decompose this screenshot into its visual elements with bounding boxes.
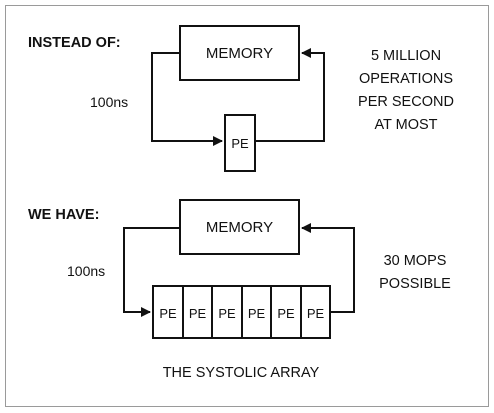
bottom-memory-to-array-arrow [123, 227, 180, 317]
top-note-line-3: PER SECOND [358, 94, 454, 110]
top-memory-to-pe-arrow [151, 52, 223, 146]
pe-array: PE PE PE PE PE PE [152, 285, 331, 339]
top-pe-to-memory-arrow [255, 48, 325, 142]
pe-label-2: PE [189, 306, 207, 321]
bottom-array-to-memory-arrow [301, 223, 355, 313]
pe-box-5 [270, 285, 302, 339]
pe-box-2 [182, 285, 213, 339]
top-note-line-1: 5 MILLION [371, 48, 441, 64]
pe-label-6: PE [307, 306, 325, 321]
pe-box-3 [211, 285, 243, 339]
bottom-note: 30 MOPS POSSIBLE [379, 253, 451, 292]
pe-label-1: PE [159, 306, 177, 321]
top-pe-box [224, 114, 256, 172]
top-memory-label: MEMORY [206, 45, 273, 62]
bottom-note-line-1: 30 MOPS [384, 253, 447, 269]
array-caption: THE SYSTOLIC ARRAY [163, 365, 320, 381]
top-memory-box [179, 25, 300, 81]
bottom-heading: WE HAVE: [28, 207, 99, 223]
top-pe-label: PE [231, 136, 249, 151]
pe-label-3: PE [218, 306, 236, 321]
pe-label-5: PE [277, 306, 295, 321]
top-latency-label: 100ns [90, 94, 128, 110]
bottom-note-line-2: POSSIBLE [379, 276, 451, 292]
top-note-line-4: AT MOST [374, 117, 437, 133]
top-note-line-2: OPERATIONS [359, 71, 453, 87]
bottom-memory-label: MEMORY [206, 219, 273, 236]
top-note: 5 MILLION OPERATIONS PER SECOND AT MOST [358, 48, 454, 133]
pe-label-4: PE [248, 306, 266, 321]
top-heading: INSTEAD OF: [28, 35, 121, 51]
pe-box-4 [241, 285, 272, 339]
bottom-latency-label: 100ns [67, 263, 105, 279]
